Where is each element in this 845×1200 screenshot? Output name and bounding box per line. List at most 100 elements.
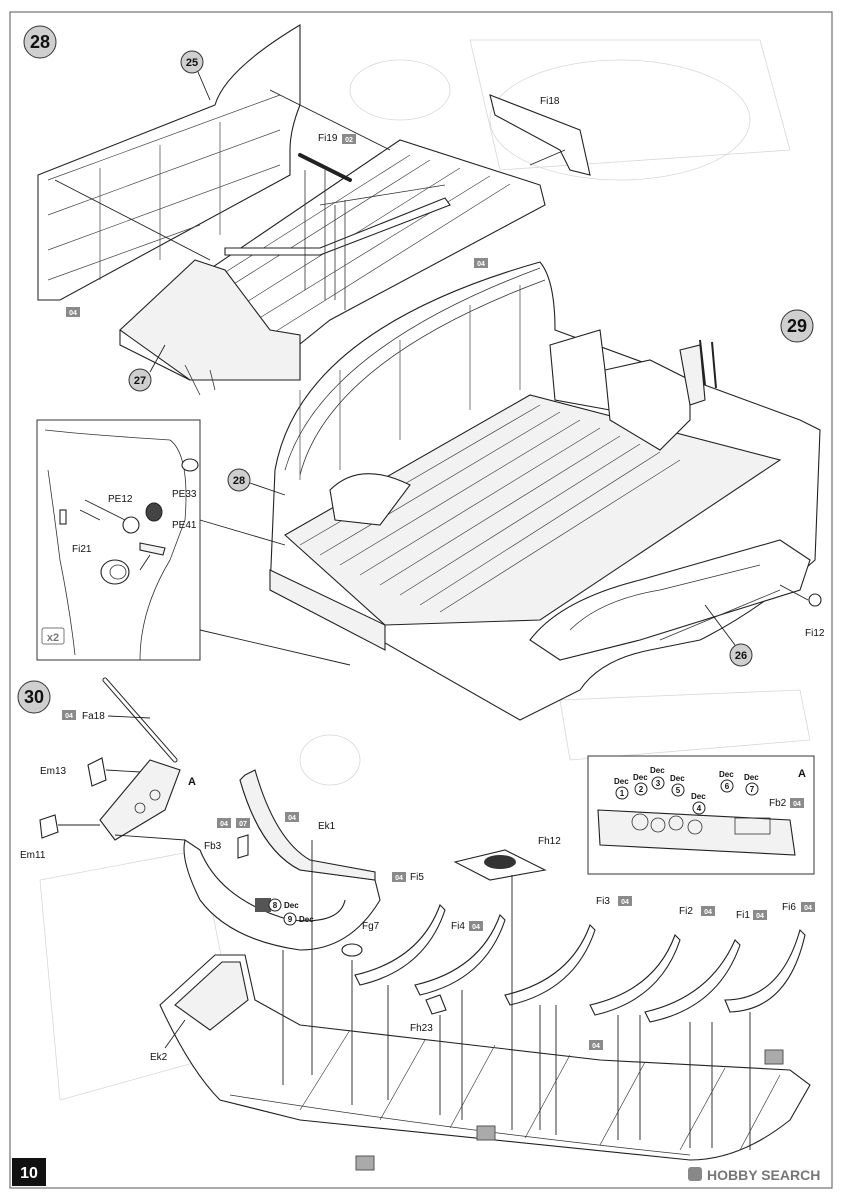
dashboard [99, 759, 181, 841]
inset-multiplier: x2 [47, 632, 59, 644]
svg-text:Fi6: Fi6 [782, 902, 796, 913]
svg-text:27: 27 [134, 375, 146, 387]
svg-text:Fb3: Fb3 [204, 841, 222, 852]
inset-lamp-detail: PE12 PE33 PE41 Fi21 x2 [36, 419, 201, 661]
paint-badge [474, 258, 488, 268]
svg-text:30: 30 [24, 687, 44, 707]
part-fi4 [414, 914, 506, 996]
svg-text:04: 04 [472, 924, 480, 931]
part-fg7 [341, 943, 363, 957]
svg-text:Fi21: Fi21 [72, 544, 92, 555]
page-number-box [12, 1158, 46, 1186]
svg-text:Fg7: Fg7 [362, 921, 380, 932]
rod-fi19 [298, 153, 352, 182]
step-circle [780, 309, 814, 343]
part-fi21 [100, 559, 130, 585]
page-number: 10 [20, 1165, 38, 1182]
cross-rail [224, 197, 451, 256]
svg-text:Dec: Dec [299, 915, 314, 924]
svg-text:04: 04 [756, 913, 764, 920]
svg-text:Dec: Dec [633, 773, 648, 782]
part-pe33 [145, 502, 163, 522]
svg-text:9: 9 [288, 915, 293, 924]
step-29: 29 28 26 Fi12 [36, 261, 825, 721]
part-ek1 [183, 779, 381, 951]
svg-text:3: 3 [656, 779, 661, 788]
svg-text:Fi2: Fi2 [679, 906, 693, 917]
part-fi18 [489, 94, 591, 176]
side-panel-25 [37, 24, 301, 301]
paint-badge [66, 307, 80, 317]
svg-text:Dec: Dec [744, 773, 759, 782]
svg-text:Ek2: Ek2 [150, 1052, 168, 1063]
part-fb3 [237, 834, 249, 859]
page-border [9, 11, 833, 1189]
svg-text:04: 04 [592, 1043, 600, 1050]
svg-text:8: 8 [273, 901, 278, 910]
callout-26 [729, 643, 753, 667]
svg-text:Dec: Dec [670, 774, 685, 783]
part-label: Fi19 [318, 133, 338, 144]
part-fi5 [354, 904, 446, 986]
svg-text:Em13: Em13 [40, 766, 67, 777]
svg-text:6: 6 [725, 782, 730, 791]
svg-text:02: 02 [345, 137, 353, 144]
svg-text:07: 07 [239, 821, 247, 828]
svg-text:26: 26 [735, 650, 747, 662]
svg-text:Ek1: Ek1 [318, 821, 336, 832]
detail-box-a: A Fb2 04 Dec 1 Dec 2 Dec 3 Dec 4 Dec 5 D… [587, 755, 815, 875]
part-fi2 [589, 934, 681, 1016]
step-number: 28 [30, 32, 50, 52]
svg-text:Fi18: Fi18 [540, 96, 560, 107]
svg-text:28: 28 [233, 475, 245, 487]
svg-text:04: 04 [793, 801, 801, 808]
svg-text:Dec: Dec [691, 792, 706, 801]
part-fi6 [724, 928, 806, 1013]
part-fi1 [644, 939, 741, 1023]
part-pe12 [122, 516, 140, 534]
svg-text:Fh23: Fh23 [410, 1023, 433, 1034]
svg-text:PE33: PE33 [172, 489, 197, 500]
svg-text:HOBBY SEARCH: HOBBY SEARCH [707, 1167, 820, 1183]
svg-text:Fi12: Fi12 [805, 628, 825, 639]
svg-text:Fi1: Fi1 [736, 910, 750, 921]
svg-text:A: A [798, 768, 806, 780]
svg-text:7: 7 [750, 785, 755, 794]
svg-text:04: 04 [69, 310, 77, 317]
callout-25 [180, 50, 204, 74]
svg-text:Fi4: Fi4 [451, 921, 465, 932]
locator-marker [355, 1049, 784, 1171]
part-em13 [87, 757, 107, 787]
svg-text:25: 25 [186, 57, 198, 69]
svg-text:1: 1 [620, 789, 625, 798]
svg-text:PE41: PE41 [172, 520, 197, 531]
part-fi12 [808, 593, 822, 607]
step-30: 30 04 Fa18 A Em13 Em11 Ek1 04 04 07 Fb3 [17, 677, 815, 1171]
step-28: 28 25 Fi19 02 Fi18 27 04 [23, 24, 591, 396]
svg-text:04: 04 [804, 905, 812, 912]
callout-27 [128, 368, 152, 392]
svg-text:04: 04 [288, 815, 296, 822]
svg-text:Dec: Dec [719, 770, 734, 779]
svg-text:04: 04 [477, 261, 485, 268]
svg-text:Dec: Dec [650, 766, 665, 775]
part-fi3 [504, 924, 596, 1006]
svg-text:4: 4 [697, 804, 702, 813]
part-em11 [39, 814, 59, 839]
svg-text:Fi3: Fi3 [596, 896, 610, 907]
watermark: HOBBY SEARCH [688, 1167, 820, 1183]
svg-text:Fa18: Fa18 [82, 711, 105, 722]
part-fh23 [425, 994, 447, 1015]
paint-badge [342, 134, 356, 144]
svg-text:Fb2: Fb2 [769, 798, 787, 809]
step-circle [17, 680, 51, 714]
svg-text:Dec: Dec [284, 901, 299, 910]
svg-text:Dec: Dec [614, 777, 629, 786]
svg-text:5: 5 [676, 786, 681, 795]
svg-text:04: 04 [395, 875, 403, 882]
svg-text:04: 04 [220, 821, 228, 828]
svg-text:04: 04 [65, 713, 73, 720]
part-fb2 [597, 809, 796, 856]
